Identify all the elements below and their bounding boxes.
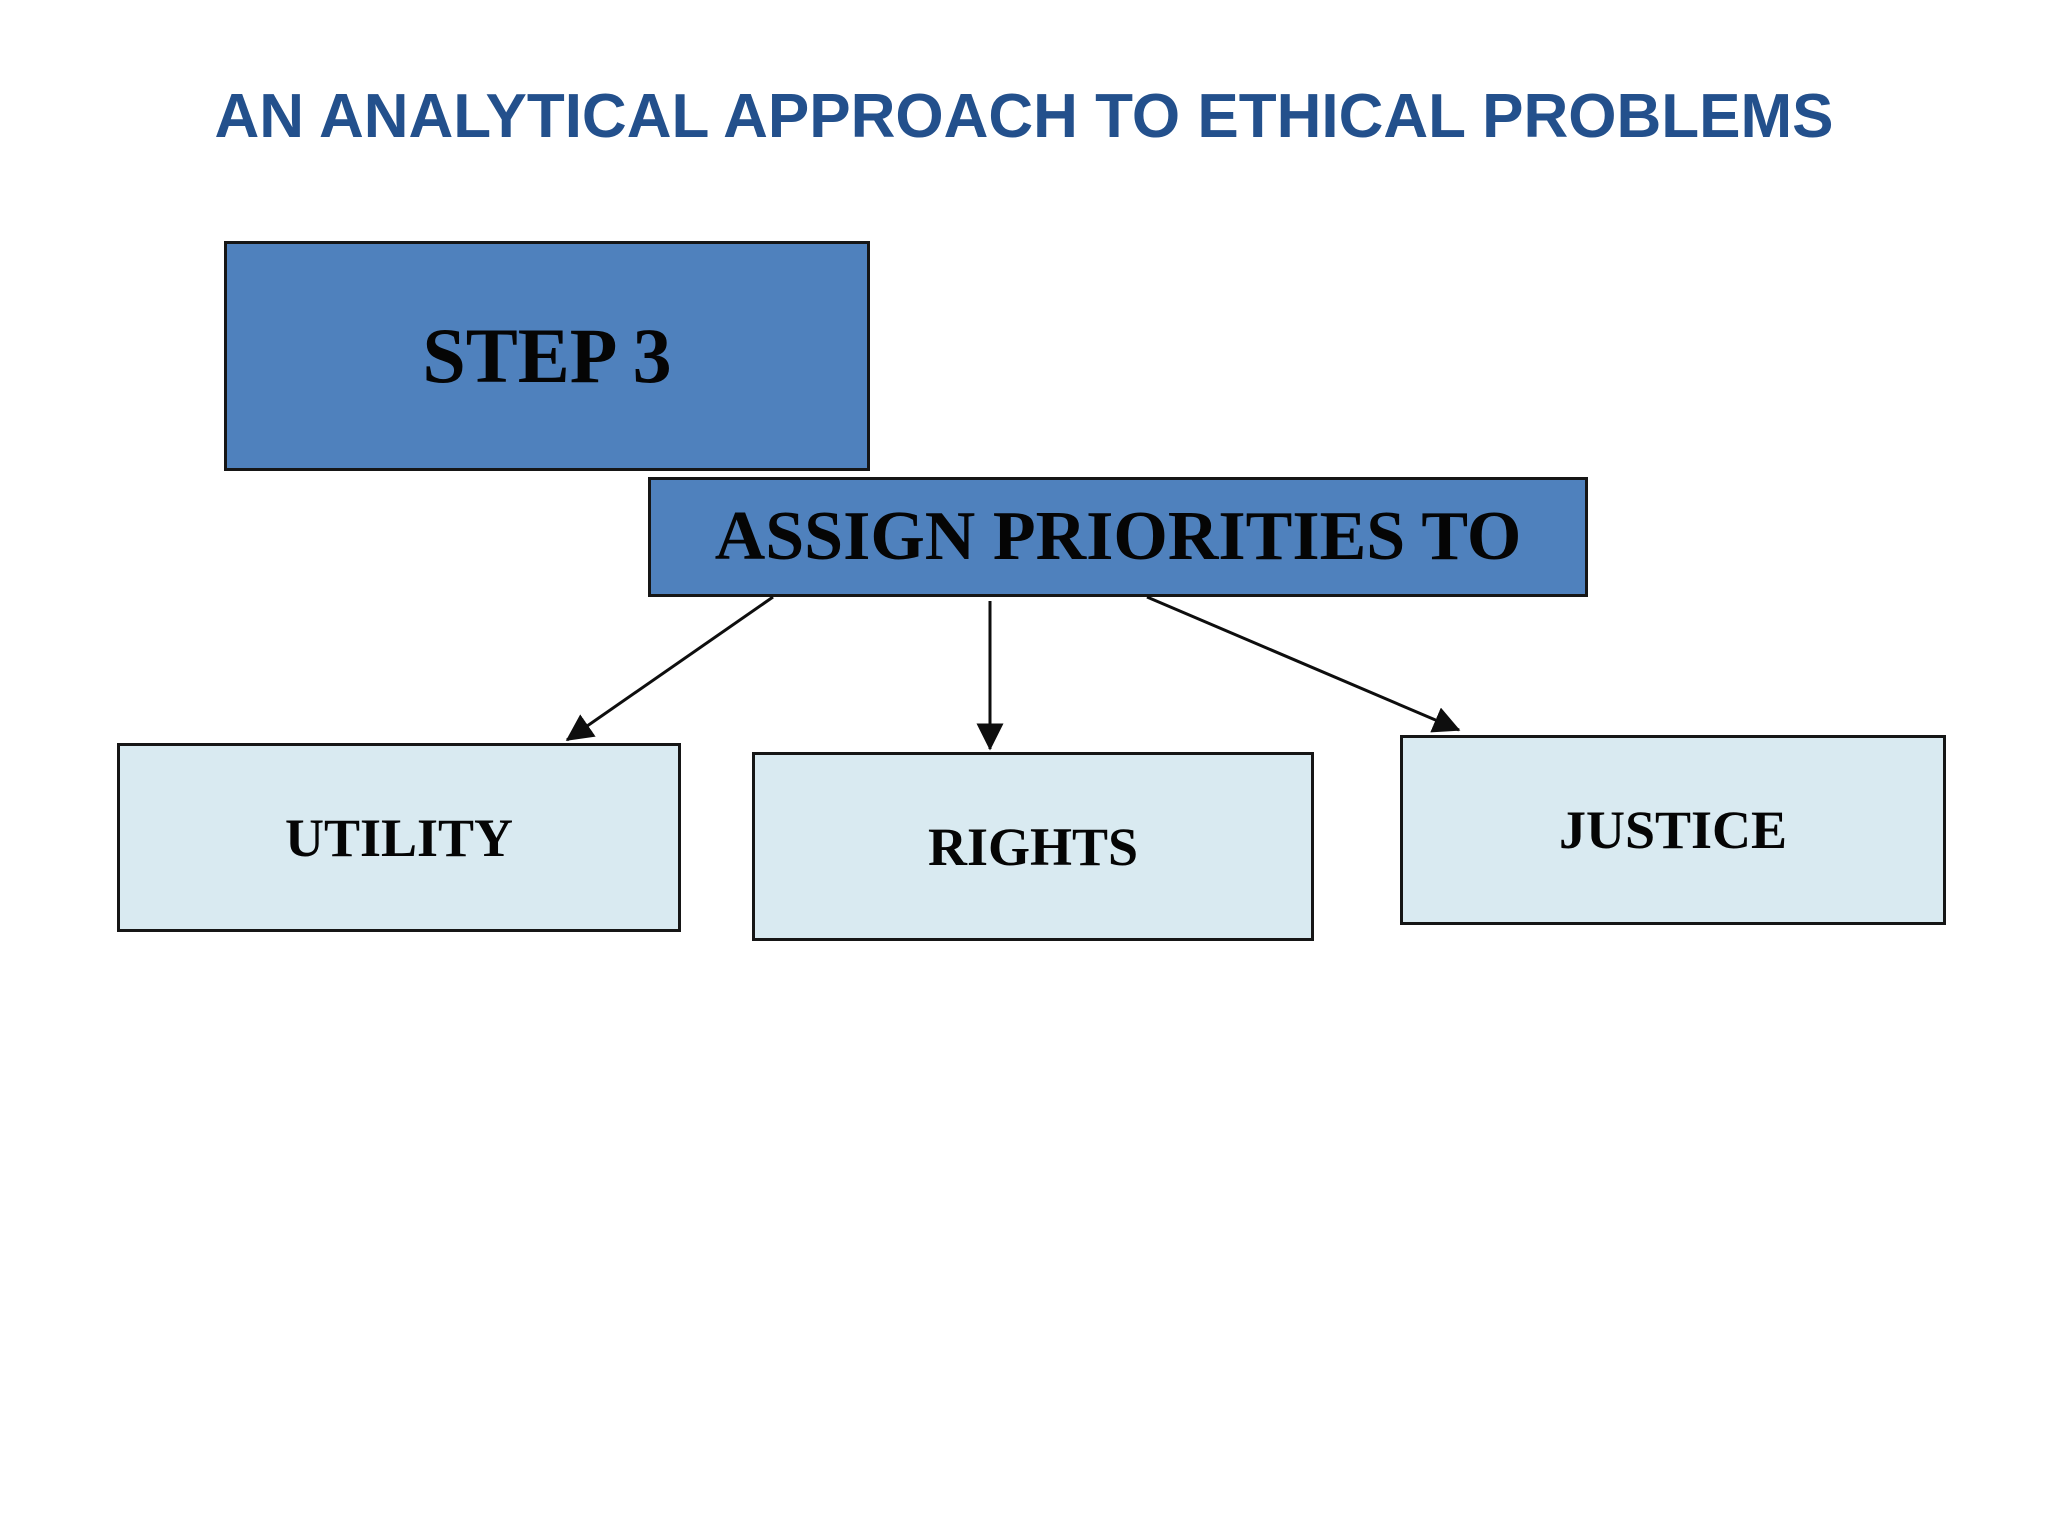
priority-box-justice: JUSTICE [1400, 735, 1946, 925]
assign-priorities-label: ASSIGN PRIORITIES TO [714, 498, 1522, 575]
priority-label-utility: UTILITY [284, 807, 514, 868]
slide-title: AN ANALYTICAL APPROACH TO ETHICAL PROBLE… [214, 82, 1834, 151]
assign-priorities-box: ASSIGN PRIORITIES TO [648, 477, 1588, 597]
priority-box-rights: RIGHTS [752, 752, 1314, 941]
priority-box-utility: UTILITY [117, 743, 681, 932]
priority-label-rights: RIGHTS [927, 816, 1139, 877]
arrow-to-utility [565, 595, 774, 742]
arrow-to-justice [1146, 595, 1461, 733]
step-box: STEP 3 [224, 241, 870, 471]
step-box-label: STEP 3 [422, 312, 672, 399]
priority-label-justice: JUSTICE [1558, 800, 1788, 860]
